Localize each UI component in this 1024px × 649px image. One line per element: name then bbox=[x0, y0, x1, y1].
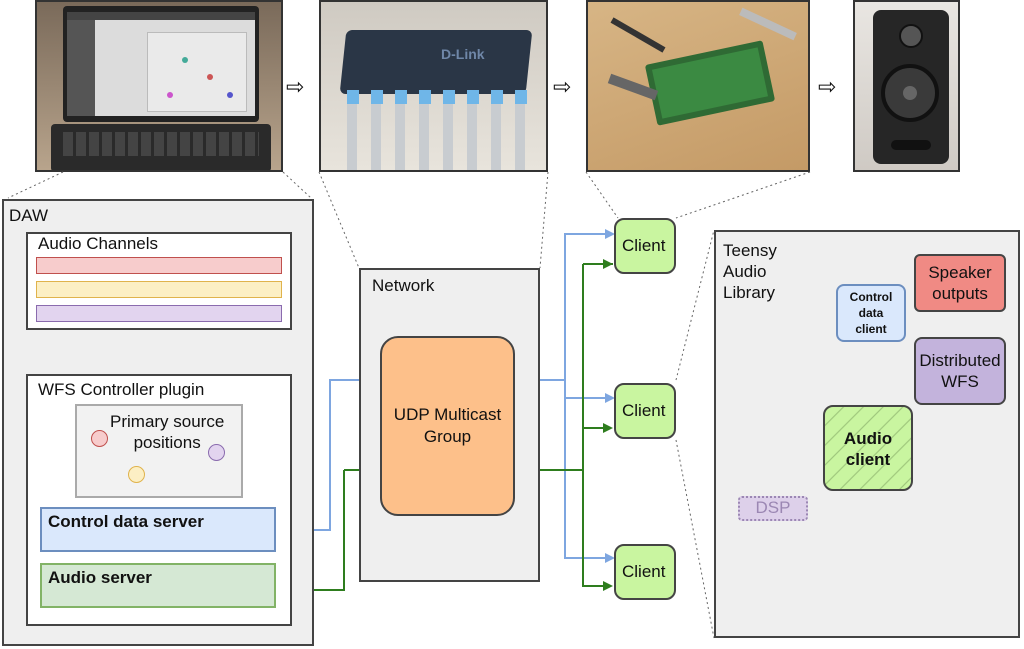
photo-callout-lines bbox=[7, 171, 811, 639]
distributed-wfs-box bbox=[914, 337, 1006, 405]
teensy-audio-library-title: Teensy Audio Library bbox=[723, 241, 777, 302]
audio-channel-red bbox=[36, 257, 282, 274]
teensy-board-photo bbox=[586, 0, 810, 172]
network-title: Network bbox=[372, 276, 435, 295]
udp-multicast-group-label: UDP Multicast Group bbox=[393, 405, 502, 446]
client-label: Client bbox=[622, 562, 666, 581]
arrow-right-icon: ⇨ bbox=[286, 74, 305, 99]
arrow-right-icon: ⇨ bbox=[818, 74, 837, 99]
wfs-controller-plugin-title: WFS Controller plugin bbox=[38, 380, 205, 399]
tweeter bbox=[899, 24, 923, 48]
audio-channel-purple bbox=[36, 305, 282, 322]
udp-multicast-group-box bbox=[380, 336, 515, 516]
distributed-wfs-label: Distributed WFS bbox=[919, 351, 1001, 391]
control-data-server-label: Control data server bbox=[48, 512, 204, 531]
client-label: Client bbox=[622, 401, 666, 420]
speaker-outputs-box bbox=[914, 254, 1006, 312]
audio-client-box bbox=[823, 405, 913, 491]
switch-brand: D-Link bbox=[441, 46, 485, 62]
woofer bbox=[881, 64, 939, 122]
control-data-client-label: Control data client bbox=[849, 290, 893, 336]
control-data-server-box bbox=[40, 507, 276, 552]
network-switch-photo: D-Link bbox=[319, 0, 548, 172]
audio-server-box bbox=[40, 563, 276, 608]
speaker-cabinet bbox=[873, 10, 949, 164]
primary-source-positions-label: Primary source positions bbox=[110, 412, 225, 452]
laptop-photo bbox=[35, 0, 283, 172]
client-box bbox=[614, 383, 676, 439]
daw-title: DAW bbox=[9, 206, 49, 225]
source-purple[interactable] bbox=[208, 444, 225, 461]
client-box bbox=[614, 544, 676, 600]
speaker-photo bbox=[853, 0, 960, 172]
laptop-screen bbox=[67, 12, 255, 116]
audio-channel-yellow bbox=[36, 281, 282, 298]
audio-client-label: Audio client bbox=[843, 429, 893, 469]
laptop-keyboard bbox=[51, 124, 271, 170]
arrow-right-icon: ⇨ bbox=[553, 74, 572, 99]
client-box bbox=[614, 218, 676, 274]
audio-server-label: Audio server bbox=[48, 568, 152, 587]
audio-channels-title: Audio Channels bbox=[38, 234, 159, 253]
dsp-label: DSP bbox=[755, 498, 791, 517]
control-data-client-box bbox=[836, 284, 906, 342]
dsp-box bbox=[738, 496, 808, 521]
source-yellow[interactable] bbox=[128, 466, 145, 483]
speaker-outputs-label: Speaker outputs bbox=[928, 263, 992, 303]
client-label: Client bbox=[622, 236, 666, 255]
source-red[interactable] bbox=[91, 430, 108, 447]
